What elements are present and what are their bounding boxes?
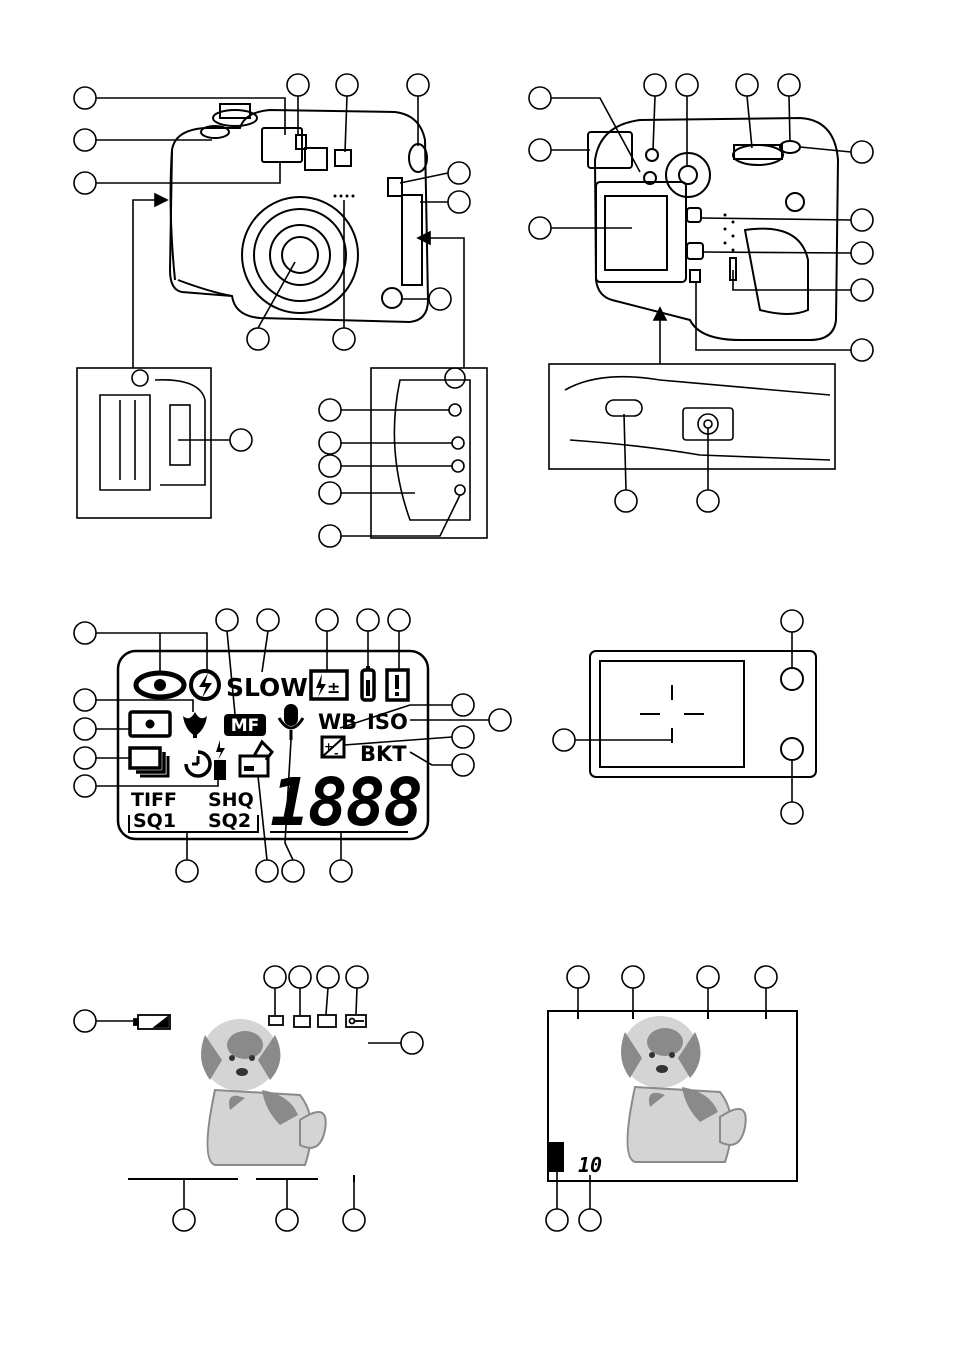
microphone-icon xyxy=(279,704,303,740)
orange-lamp-indicator xyxy=(781,738,803,760)
tiff-label: TIFF xyxy=(131,789,177,811)
protect-button xyxy=(690,270,700,282)
svg-text:+: + xyxy=(324,740,333,753)
monitor-info-screen xyxy=(128,1015,366,1182)
monitor-screen xyxy=(605,196,667,270)
flash-off-icon xyxy=(191,671,219,699)
viewfinder-field xyxy=(600,661,744,767)
sound-record-icon xyxy=(294,1016,310,1027)
control-panel-lcd: SLOW ± MF xyxy=(118,651,428,841)
flash-compensation-icon: ± xyxy=(311,671,347,699)
strap-eyelet xyxy=(388,178,402,196)
svg-text:±: ± xyxy=(327,678,340,697)
manual-focus-label: MF xyxy=(231,716,260,736)
self-timer-icon xyxy=(186,752,210,776)
print-reserve-icon xyxy=(240,742,272,776)
side-cover xyxy=(402,195,422,285)
dioptre-knob xyxy=(382,288,402,308)
dog-picture-right xyxy=(621,1016,746,1162)
white-balance-label: WB xyxy=(318,710,357,734)
grip-back xyxy=(745,229,808,314)
camera-bottom-inset xyxy=(549,364,835,469)
protect-key-head xyxy=(350,1019,355,1024)
strap-eyelet-back xyxy=(786,193,804,211)
green-lamp-indicator xyxy=(781,668,803,690)
red-eye-icon xyxy=(136,673,184,697)
manual-focus-icon: MF xyxy=(224,714,266,736)
lens-barrel-outer xyxy=(242,197,358,313)
arrow-pad xyxy=(666,153,710,197)
battery-terminal xyxy=(134,1019,138,1025)
self-timer-lamp xyxy=(335,150,351,166)
card-slot-inset xyxy=(77,368,211,518)
camera-front-view xyxy=(170,104,428,322)
lens-release-button xyxy=(409,144,427,172)
viewfinder-window xyxy=(305,148,327,170)
shq-label: SHQ xyxy=(208,789,254,811)
card-error-icon xyxy=(387,670,408,700)
lens-glass xyxy=(270,225,330,285)
slow-sync-label: SLOW xyxy=(226,673,308,702)
sq2-label: SQ2 xyxy=(208,810,251,832)
terminal-callouts xyxy=(319,399,460,547)
macro-icon xyxy=(183,712,207,738)
spot-metering-icon xyxy=(130,712,170,736)
viewfinder-display xyxy=(590,651,816,777)
arrow-pad-center xyxy=(679,166,697,184)
lens-center xyxy=(282,237,318,273)
remote-control-icon xyxy=(214,740,226,780)
monitor-button xyxy=(687,243,703,259)
control-dial xyxy=(733,145,783,165)
monitor-playback-screen: 10 xyxy=(548,1011,797,1181)
terminals-inset xyxy=(371,368,487,538)
frame-counter: 1888 xyxy=(270,764,421,841)
microphone-holes xyxy=(334,195,355,198)
sq1-label: SQ1 xyxy=(133,810,176,832)
frame-count-display: 10 xyxy=(578,1153,602,1177)
card-icon xyxy=(318,1015,336,1027)
iso-label: ISO xyxy=(367,710,408,734)
battery-charge-mark xyxy=(155,1017,168,1027)
svg-text:-: - xyxy=(334,747,339,760)
grip-outline xyxy=(171,150,175,280)
dog-picture-left xyxy=(201,1019,326,1165)
memory-gauge-bar xyxy=(548,1142,564,1172)
ae-lock-button xyxy=(646,149,658,161)
ok-button xyxy=(687,208,701,222)
battery-icon xyxy=(362,666,374,700)
lens-barrel-inner xyxy=(254,209,346,301)
exposure-compensation-icon: + - xyxy=(322,737,344,760)
bottom-inset-callouts xyxy=(615,414,719,512)
print-reserve-mark-icon xyxy=(269,1016,283,1025)
bracket-label: BKT xyxy=(360,742,407,766)
sequential-shooting-icon xyxy=(130,748,168,776)
camera-back-view xyxy=(588,118,838,340)
